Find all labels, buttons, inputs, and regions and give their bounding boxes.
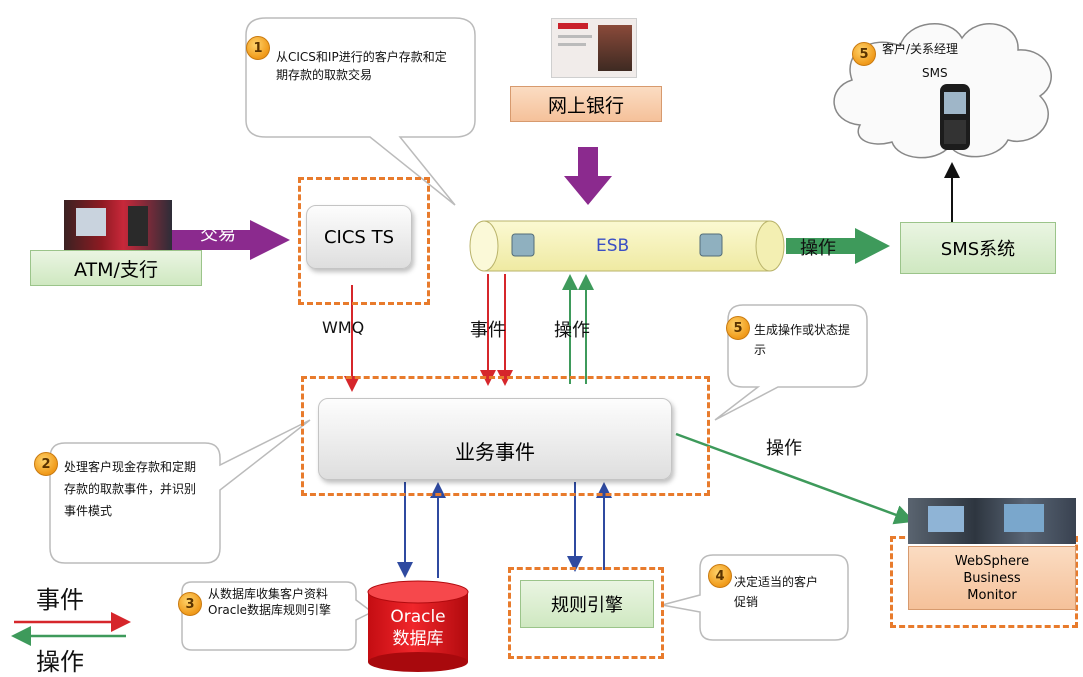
cics-label: CICS TS: [323, 226, 394, 248]
cics-node: CICS TS: [306, 205, 412, 269]
phone-icon: [940, 84, 970, 150]
callout-3-text: 从数据库收集客户资料Oracle数据库规则引擎: [208, 587, 332, 617]
callout-4-text: 决定适当的客户促销: [734, 575, 819, 609]
online-banking-label: 网上银行: [547, 94, 624, 117]
callout-4-badge: 4: [708, 564, 732, 588]
esb-bus: [469, 220, 785, 272]
callout-bubble-5a: [714, 304, 868, 421]
callout-5a-text: 生成操作或状态提示: [754, 323, 851, 357]
callout-5b-text: 客户/关系经理: [882, 42, 959, 56]
callout-bubble-3: [181, 581, 374, 651]
callout-bubble-1: [245, 17, 476, 206]
callout-5a-badge: 5: [726, 316, 750, 340]
rules-engine-label: 规则引擎: [551, 595, 623, 616]
atm-node: ATM/支行: [30, 250, 202, 286]
business-events-boundary: [301, 376, 710, 496]
online-banking-node: 网上银行: [510, 86, 662, 122]
esb-to-sms-arrow: [786, 228, 890, 264]
callout-2-badge: 2: [34, 452, 58, 476]
oracle-database-cylinder: [367, 580, 469, 672]
sms-system-node: SMS系统: [900, 222, 1056, 274]
business-events-node: 业务事件: [318, 398, 672, 480]
action-monitor-label: 操作: [766, 438, 802, 459]
callout-1-badge: 1: [246, 36, 270, 60]
oracle-label: Oracle 数据库: [368, 606, 468, 650]
monitor-action-arrow: [675, 432, 915, 525]
atm-photo: [64, 200, 172, 256]
callout-3-badge: 3: [178, 592, 202, 616]
rules-engine-boundary: [508, 567, 664, 659]
callout-1-text: 从CICS和IP进行的客户存款和定期存款的取款交易: [276, 50, 447, 82]
websphere-monitor-node: WebSphere Business Monitor: [908, 546, 1076, 610]
online-banking-thumbnail: [551, 18, 637, 78]
action-esb-label: 操作: [554, 320, 590, 341]
callout-bubble-2: [49, 419, 311, 564]
monitor-photo: [908, 498, 1076, 544]
transaction-label: 交易: [200, 224, 236, 245]
legend-event-label: 事件: [36, 586, 84, 614]
oracle-label-line2: 数据库: [392, 629, 444, 649]
atm-label: ATM/支行: [74, 258, 158, 281]
esb-label: ESB: [596, 236, 630, 256]
action-sms-label: 操作: [800, 238, 836, 259]
cics-boundary: [298, 177, 430, 305]
legend-action-label: 操作: [36, 648, 84, 676]
rules-engine-node: 规则引擎: [520, 580, 654, 628]
websphere-line3: Monitor: [967, 587, 1017, 603]
event-label: 事件: [470, 320, 506, 341]
online-to-esb-arrow: [564, 147, 612, 205]
sms-system-label: SMS系统: [940, 239, 1016, 260]
oracle-label-line1: Oracle: [390, 607, 446, 627]
websphere-line1: WebSphere: [954, 553, 1030, 569]
callout-5b-badge: 5: [852, 42, 876, 66]
websphere-line2: Business: [963, 570, 1021, 586]
wmq-label: WMQ: [322, 318, 365, 337]
business-events-label: 业务事件: [455, 440, 535, 464]
sms-label: SMS: [922, 66, 948, 80]
callout-2-text: 处理客户现金存款和定期存款的取款事件，并识别事件模式: [64, 460, 197, 518]
